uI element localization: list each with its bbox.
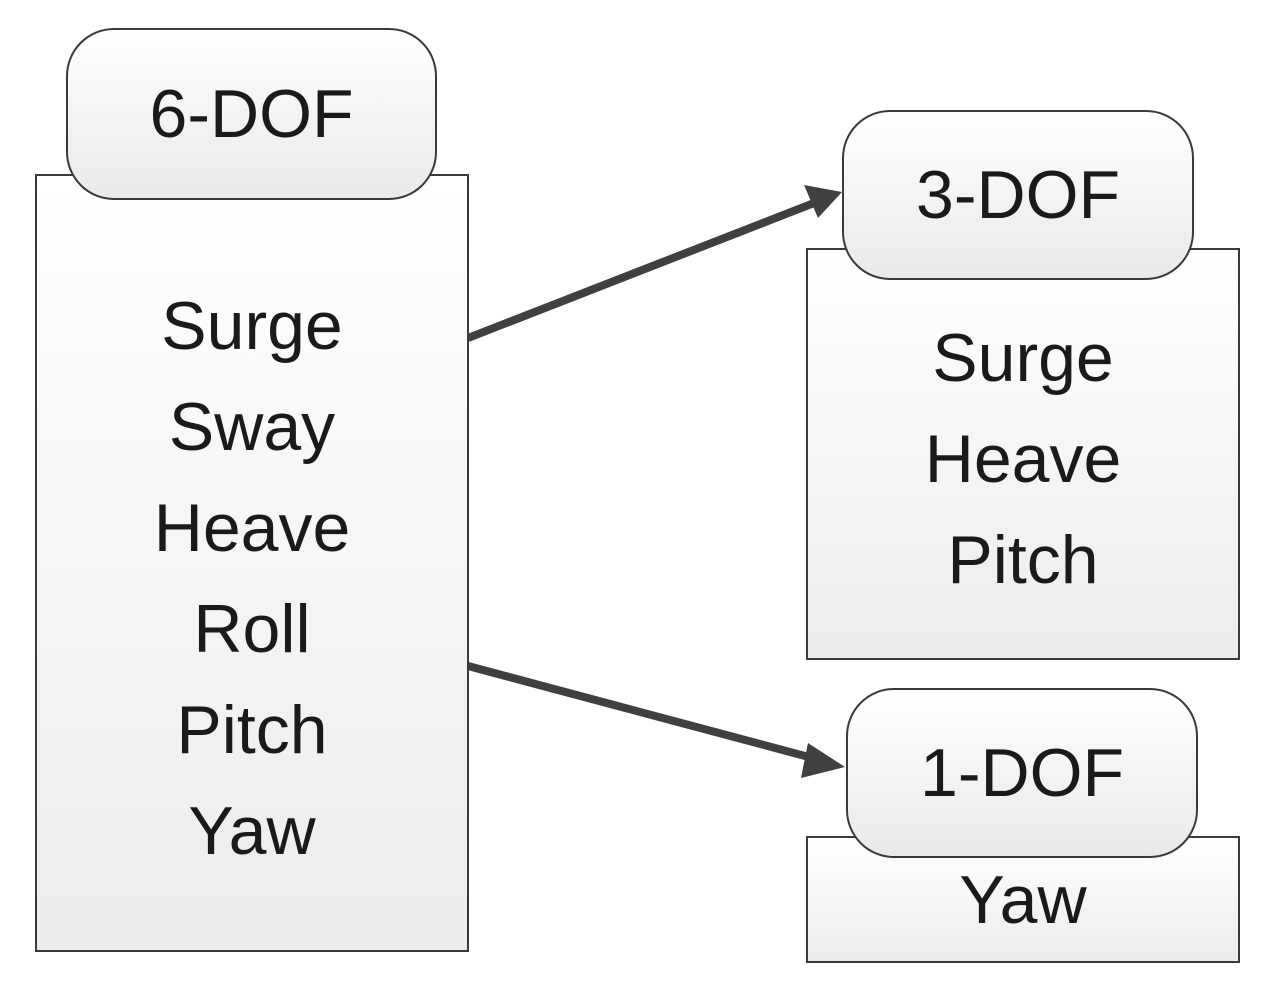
dof-item-surge: Surge	[932, 320, 1114, 396]
arrowhead-3dof	[804, 185, 842, 218]
dof-item-heave: Heave	[924, 421, 1122, 497]
arrow-6dof-to-3dof	[466, 192, 834, 342]
arrow-6dof-to-1dof	[466, 662, 822, 764]
dof-item-pitch: Pitch	[176, 692, 328, 768]
node-3dof-panel: Surge Heave Pitch	[806, 248, 1240, 660]
dof-item-yaw: Yaw	[959, 862, 1087, 938]
dof-item-yaw: Yaw	[188, 793, 316, 869]
dof-item-pitch: Pitch	[947, 522, 1099, 598]
dof-item-heave: Heave	[153, 490, 351, 566]
node-6dof-panel: Surge Sway Heave Roll Pitch Yaw	[35, 174, 469, 952]
node-1dof-title: 1-DOF	[846, 688, 1198, 858]
dof-item-sway: Sway	[168, 389, 336, 465]
node-6dof-title: 6-DOF	[66, 28, 437, 200]
dof-item-roll: Roll	[193, 591, 311, 667]
node-3dof-title: 3-DOF	[842, 110, 1194, 280]
arrowhead-1dof	[801, 743, 845, 778]
dof-item-surge: Surge	[161, 288, 343, 364]
